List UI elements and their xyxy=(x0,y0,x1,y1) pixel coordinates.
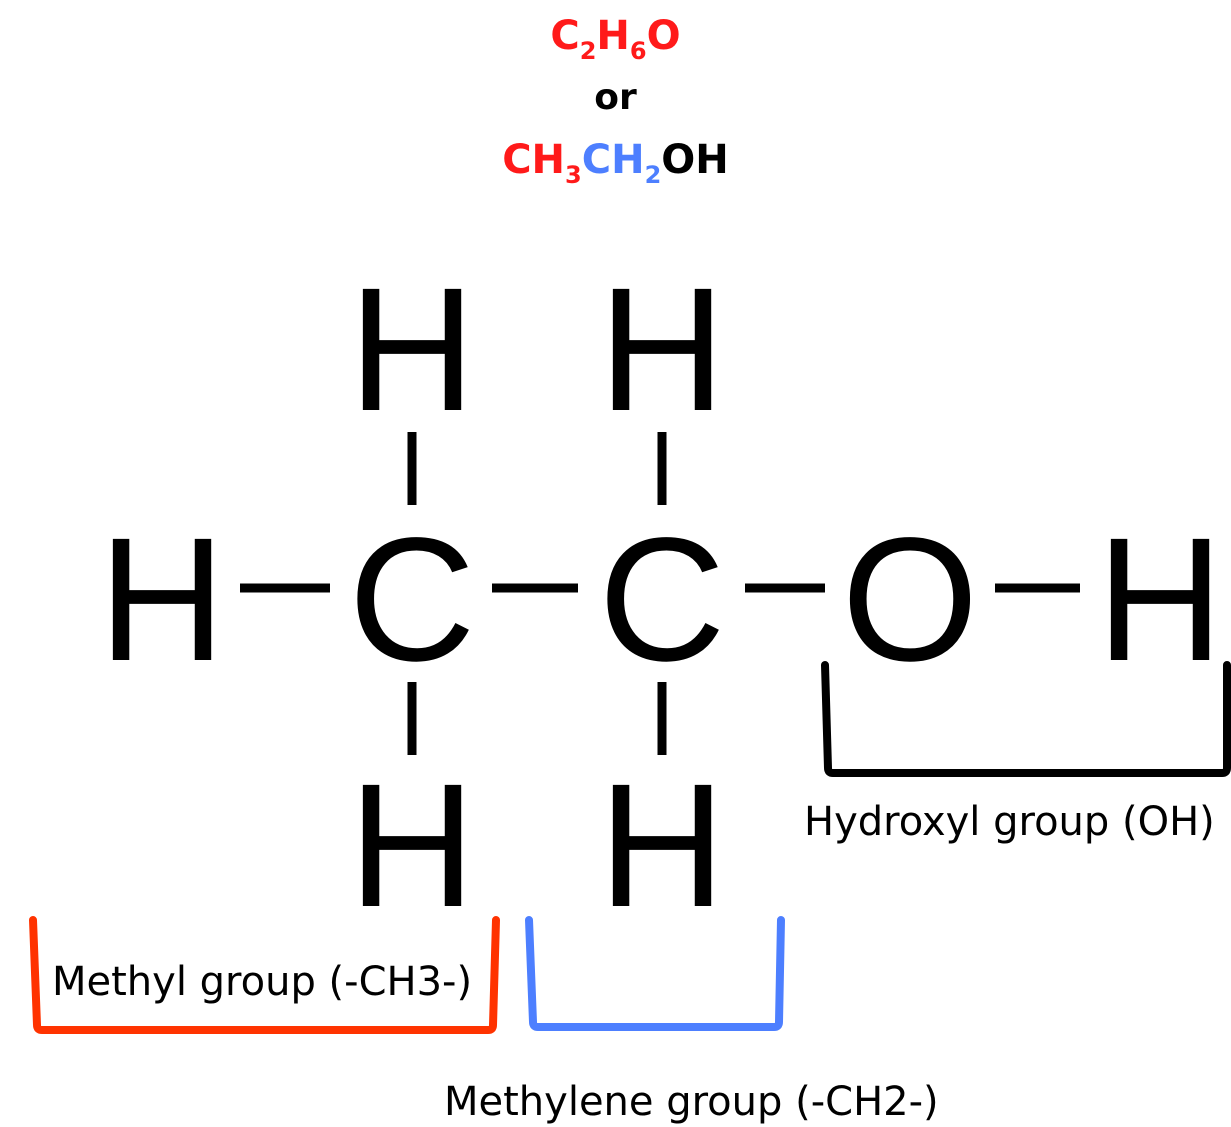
atom-h-left: H xyxy=(98,502,225,698)
molecular-formula: C2H6O xyxy=(0,13,1231,63)
methylene-group-label: Methylene group (-CH2-) xyxy=(444,1079,939,1125)
condensed-formula: CH3CH2OH xyxy=(0,137,1231,187)
condensed-ch2-subscript: 2 xyxy=(644,161,662,189)
atom-h-top-2: H xyxy=(598,252,725,448)
formula-h: H xyxy=(596,13,630,59)
atom-c2: C xyxy=(598,502,725,698)
formula-o: O xyxy=(646,13,681,59)
atom-o: O xyxy=(842,502,979,698)
atom-h-bottom-1: H xyxy=(348,748,475,944)
condensed-oh: OH xyxy=(661,137,729,183)
atom-h-top-1: H xyxy=(348,252,475,448)
condensed-ch3: CH3 xyxy=(502,137,582,187)
hydroxyl-group-bracket xyxy=(821,661,1231,777)
condensed-ch3-text: CH xyxy=(502,137,566,183)
condensed-ch2: CH2 xyxy=(581,137,662,187)
condensed-ch3-subscript: 3 xyxy=(565,161,582,189)
condensed-ch2-text: CH xyxy=(581,137,645,183)
formula-h-subscript: 6 xyxy=(629,37,647,65)
atom-h-right: H xyxy=(1096,502,1223,698)
methyl-group-bracket xyxy=(29,916,500,1034)
formula-c-subscript: 2 xyxy=(579,37,597,65)
atom-c1: C xyxy=(348,502,475,698)
methylene-group-bracket xyxy=(525,916,785,1031)
methyl-group-label: Methyl group (-CH3-) xyxy=(52,959,472,1005)
formula-c: C xyxy=(550,13,580,59)
hydroxyl-group-label: Hydroxyl group (OH) xyxy=(804,799,1215,845)
formula-or: or xyxy=(594,77,637,118)
atom-h-bottom-2: H xyxy=(598,748,725,944)
